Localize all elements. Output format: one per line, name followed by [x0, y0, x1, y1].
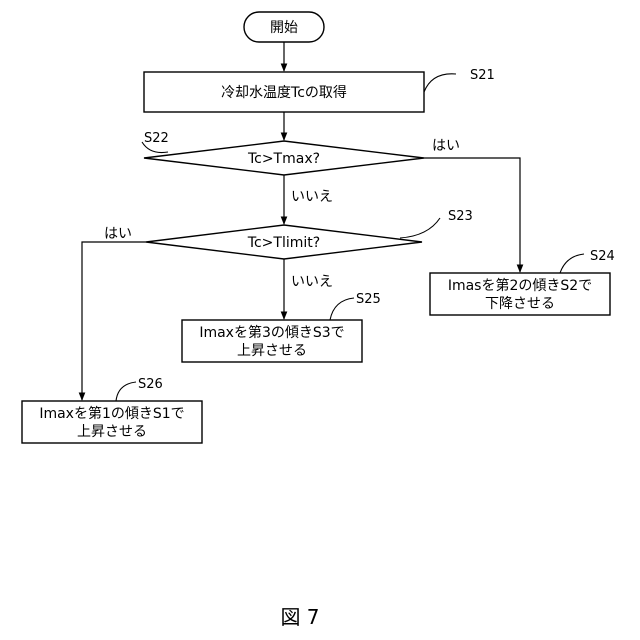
s21-step-label: S21 — [470, 68, 495, 83]
s25-step-label: S25 — [356, 292, 381, 307]
s25-leader-line — [330, 298, 354, 320]
s24-box-line-1: Imasを第2の傾きS2で — [448, 277, 592, 294]
s26-step-label: S26 — [138, 377, 163, 392]
s25-box-line-2: 上昇させる — [237, 343, 307, 359]
s23-step-label: S23 — [448, 209, 473, 224]
s23-no-label: いいえ — [291, 274, 333, 290]
s24-leader-line — [560, 254, 584, 273]
s25-box-line-1: Imaxを第3の傾きS3で — [199, 324, 344, 341]
s23-leader-line — [400, 218, 440, 238]
figure-label: 図 7 — [280, 605, 319, 629]
s26-box-line-1: Imaxを第1の傾きS1で — [39, 405, 184, 422]
s22-no-label: いいえ — [291, 189, 333, 205]
s24-box-line-2: 下降させる — [485, 296, 555, 312]
arrow-s23-yes-to-s26 — [82, 242, 146, 400]
s23-yes-label: はい — [104, 226, 132, 242]
start-label: 開始 — [270, 20, 298, 36]
s26-leader-line — [116, 382, 136, 401]
s24-step-label: S24 — [590, 249, 615, 264]
s23-decision-label: Tc>Tlimit? — [247, 235, 320, 251]
s26-box-line-2: 上昇させる — [77, 424, 147, 440]
s21-leader-line — [424, 74, 456, 92]
s22-step-label: S22 — [144, 131, 169, 146]
s22-yes-label: はい — [432, 138, 460, 154]
s21-box-label: 冷却水温度Tcの取得 — [221, 84, 347, 101]
s22-decision-label: Tc>Tmax? — [247, 151, 320, 167]
